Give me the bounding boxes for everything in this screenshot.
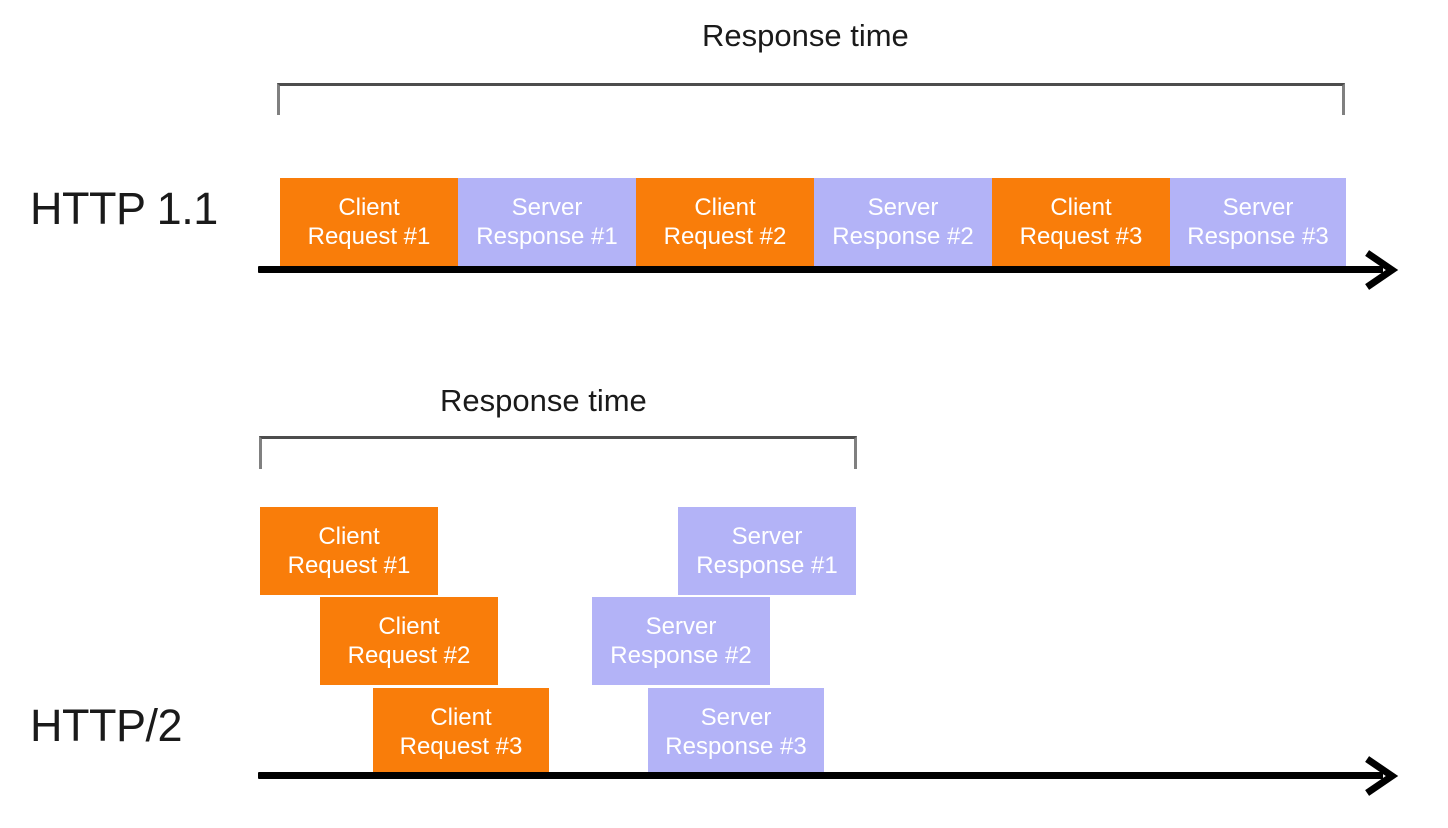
http11-block-server-response-2: Server Response #2 <box>814 178 992 266</box>
block-line-1: Server <box>511 193 583 221</box>
http11-block-server-response-1: Server Response #1 <box>458 178 636 266</box>
http2-block-client-request-3: Client Request #3 <box>373 688 549 776</box>
timeline-line <box>258 266 1383 273</box>
block-line-2: Response #1 <box>696 552 838 579</box>
http2-block-client-request-1: Client Request #1 <box>260 507 438 595</box>
block-line-2: Request #1 <box>307 223 431 250</box>
block-line-2: Request #3 <box>399 733 523 760</box>
response-time-caption-http2: Response time <box>440 383 647 418</box>
block-line-2: Response #3 <box>1187 223 1329 250</box>
block-line-1: Client <box>378 612 440 640</box>
block-line-2: Request #1 <box>287 552 411 579</box>
arrow-right-icon <box>1365 250 1399 290</box>
block-line-1: Server <box>867 193 939 221</box>
http2-block-client-request-2: Client Request #2 <box>320 597 498 685</box>
block-line-1: Server <box>731 522 803 550</box>
block-line-1: Client <box>430 703 492 731</box>
http11-block-client-request-2: Client Request #2 <box>636 178 814 266</box>
http11-block-server-response-3: Server Response #3 <box>1170 178 1346 266</box>
arrow-right-icon <box>1365 756 1399 796</box>
http11-block-client-request-1: Client Request #1 <box>280 178 458 266</box>
protocol-label-http2: HTTP/2 <box>30 700 183 751</box>
block-line-1: Client <box>338 193 400 221</box>
block-line-2: Request #3 <box>1019 223 1143 250</box>
protocol-label-http11: HTTP 1.1 <box>30 183 218 234</box>
response-time-bracket-http2 <box>259 436 857 469</box>
block-line-2: Request #2 <box>347 642 471 669</box>
response-time-bracket-http11 <box>277 83 1345 115</box>
block-line-2: Response #2 <box>832 223 974 250</box>
block-line-1: Server <box>645 612 717 640</box>
block-line-1: Server <box>1222 193 1294 221</box>
http11-block-client-request-3: Client Request #3 <box>992 178 1170 266</box>
http2-block-server-response-1: Server Response #1 <box>678 507 856 595</box>
response-time-caption-http11: Response time <box>702 18 909 53</box>
timeline-line <box>258 772 1383 779</box>
block-line-2: Response #3 <box>665 733 807 760</box>
http2-block-server-response-2: Server Response #2 <box>592 597 770 685</box>
http2-block-server-response-3: Server Response #3 <box>648 688 824 776</box>
block-line-1: Server <box>700 703 772 731</box>
block-line-2: Request #2 <box>663 223 787 250</box>
block-line-1: Client <box>1050 193 1112 221</box>
block-line-2: Response #1 <box>476 223 618 250</box>
block-line-1: Client <box>694 193 756 221</box>
block-line-1: Client <box>318 522 380 550</box>
block-line-2: Response #2 <box>610 642 752 669</box>
